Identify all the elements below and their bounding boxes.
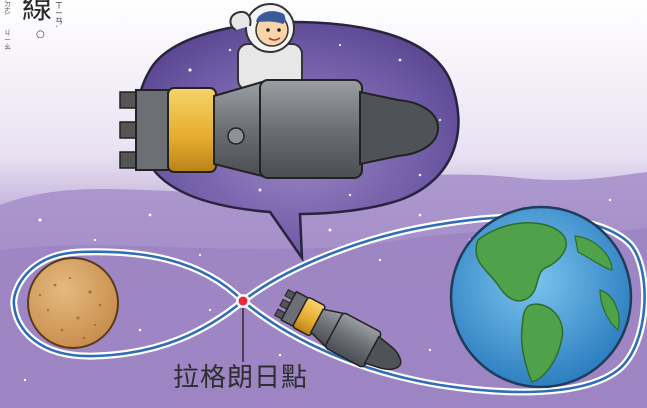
phonetic-left-bottom: ㄐㄧㄠ <box>4 29 11 51</box>
astronaut <box>229 3 303 91</box>
spacecraft-small <box>274 288 402 371</box>
orbit-path <box>12 215 646 394</box>
lagrange-point-label: 拉格朗日點 <box>173 363 309 393</box>
corner-annotation: ㄉㄜ˙ ㄐㄧㄠ 線 ㄒㄧㄢˋ ○ <box>0 0 70 51</box>
moon <box>27 257 119 349</box>
phonetic-right: ㄒㄧㄢˋ <box>55 1 63 34</box>
heading-char: 線 <box>22 0 52 26</box>
spacecraft-large <box>119 79 440 179</box>
phonetic-left-top: ㄉㄜ˙ <box>4 0 11 22</box>
lagrange-point <box>236 294 250 362</box>
circle-mark: ○ <box>36 29 45 40</box>
earth <box>449 205 633 389</box>
